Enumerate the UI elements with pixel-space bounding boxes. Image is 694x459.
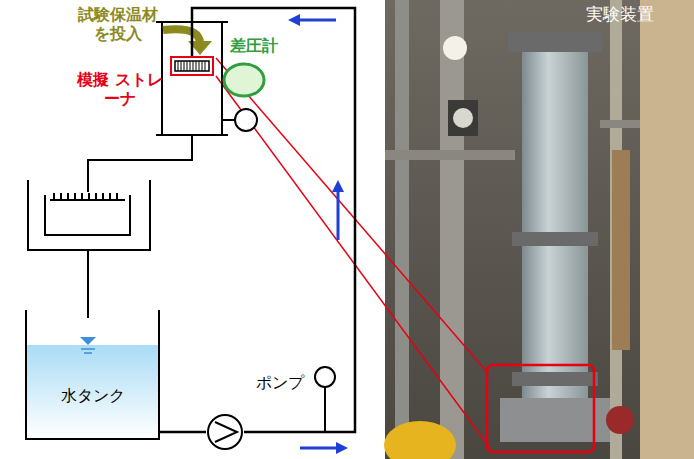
photo xyxy=(640,0,694,459)
photo xyxy=(443,36,467,60)
node-text: 水タンク xyxy=(61,386,125,405)
mock-strainer: 模擬 ストレーナ xyxy=(170,56,214,76)
gauge-outline xyxy=(222,62,266,98)
gauge-ellipse xyxy=(224,64,264,96)
node-text: 模擬 ストレーナ xyxy=(76,70,164,108)
photo xyxy=(384,421,456,459)
leader-line xyxy=(216,76,490,448)
pump-casing xyxy=(208,415,242,449)
leader-line xyxy=(216,58,487,372)
flow-arrow xyxy=(288,14,300,26)
photo xyxy=(512,232,598,246)
flow-arrow xyxy=(337,190,340,240)
photo xyxy=(453,108,473,128)
tank-wall xyxy=(26,310,159,439)
photo xyxy=(612,150,630,350)
pump-symbol xyxy=(206,413,244,451)
water-tank: 水タンク xyxy=(25,310,160,440)
strainer-mesh xyxy=(178,61,205,71)
leader-line xyxy=(216,58,490,448)
insertion-arrow xyxy=(163,29,212,55)
photo xyxy=(395,0,409,459)
strainer-symbol xyxy=(172,58,212,74)
photo xyxy=(385,150,515,160)
flow-arrow xyxy=(300,447,338,450)
test-column xyxy=(222,119,235,121)
pipe xyxy=(192,8,355,432)
photo xyxy=(487,365,594,452)
photo xyxy=(512,372,598,386)
drain-tray xyxy=(28,180,150,250)
insert-note: 試験保温材 を投入 xyxy=(73,5,163,43)
test-column xyxy=(235,109,257,131)
insertion-arrow xyxy=(163,29,200,42)
pipe xyxy=(160,431,206,434)
flow-arrow xyxy=(332,180,344,192)
strainer-frame xyxy=(175,61,209,71)
water-level-mark xyxy=(81,349,95,353)
flow-arrow xyxy=(336,442,348,454)
pressure-gauge xyxy=(324,388,326,432)
drain-tray xyxy=(87,250,89,318)
pump-impeller xyxy=(215,422,237,442)
photo xyxy=(600,120,640,128)
test-column xyxy=(88,135,192,192)
water-level-mark xyxy=(80,337,96,345)
tank-outline xyxy=(25,310,160,440)
node-text: 差圧計 xyxy=(230,36,278,55)
photo xyxy=(385,0,694,459)
water xyxy=(27,345,158,438)
photo-title: 実験装置 xyxy=(586,4,654,24)
photo xyxy=(448,100,478,136)
pressure-gauge xyxy=(315,367,335,432)
dp-gauge: 差圧計 xyxy=(222,62,266,98)
photo xyxy=(508,32,602,52)
drain-tray xyxy=(50,193,125,200)
drain-tray xyxy=(28,180,150,318)
photo xyxy=(384,0,694,459)
flow-arrow xyxy=(298,19,336,22)
photo xyxy=(606,406,634,434)
pressure-gauge xyxy=(315,367,335,387)
pump: ポンプ xyxy=(206,413,244,451)
node-text: ポンプ xyxy=(256,373,304,392)
photo xyxy=(440,0,464,459)
